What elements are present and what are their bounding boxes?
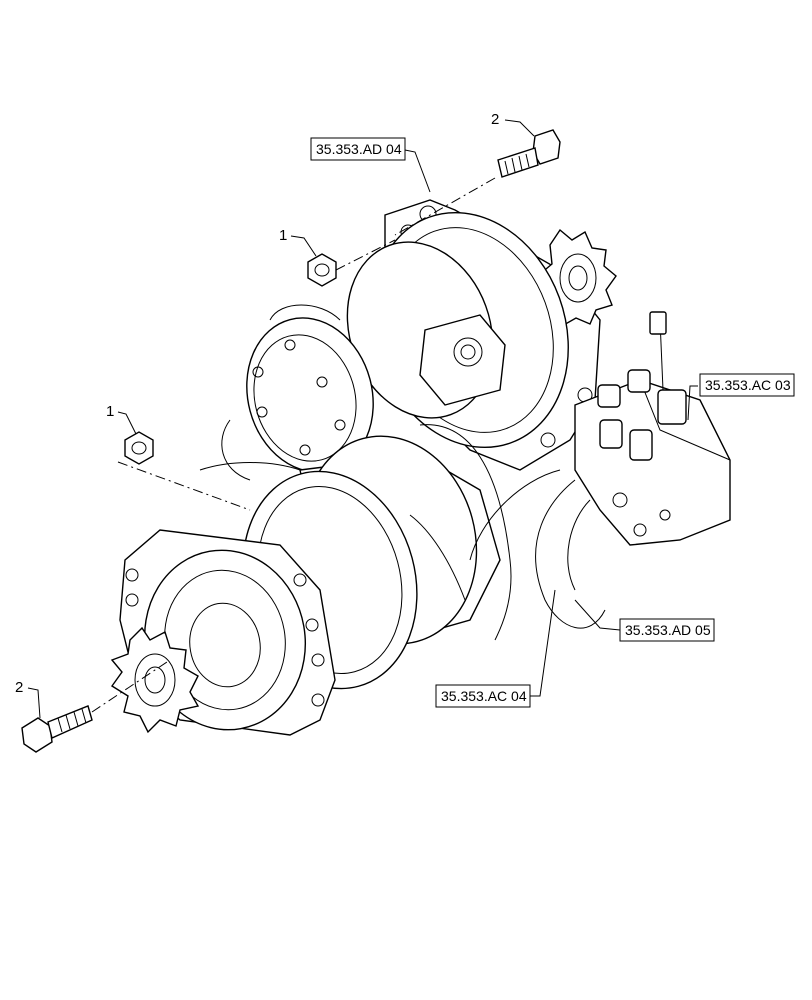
ref-label-ac04: 35.353.AC 04	[441, 688, 527, 704]
centerline-left-bolt	[91, 659, 171, 713]
lower-sprocket	[110, 626, 200, 734]
ref-label-ad05: 35.353.AD 05	[625, 622, 711, 638]
callout-bolt-top: 2	[491, 111, 499, 128]
nut-left	[124, 431, 154, 465]
nut-top	[307, 253, 337, 287]
centerline-left-nut	[117, 461, 251, 511]
ref-box-ac03[interactable]: 35.353.AC 03	[699, 373, 795, 397]
bolt-top	[497, 129, 561, 178]
upper-drive-motor	[221, 199, 617, 641]
centerline-top-bolt	[394, 177, 496, 236]
ref-label-ad04: 35.353.AD 04	[316, 141, 402, 157]
ref-box-ad05[interactable]: 35.353.AD 05	[619, 618, 715, 642]
centerline-top-nut	[335, 239, 396, 271]
ref-box-ad04[interactable]: 35.353.AD 04	[310, 137, 406, 161]
bolt-left	[21, 705, 93, 753]
ref-box-ac04[interactable]: 35.353.AC 04	[435, 684, 531, 708]
callout-nut-top: 1	[279, 227, 287, 244]
hydraulic-valve-block	[469, 311, 731, 629]
ref-label-ac03: 35.353.AC 03	[705, 377, 791, 393]
callout-nut-left: 1	[106, 403, 114, 420]
callout-bolt-left: 2	[15, 679, 23, 696]
lower-drive-motor	[110, 435, 501, 736]
